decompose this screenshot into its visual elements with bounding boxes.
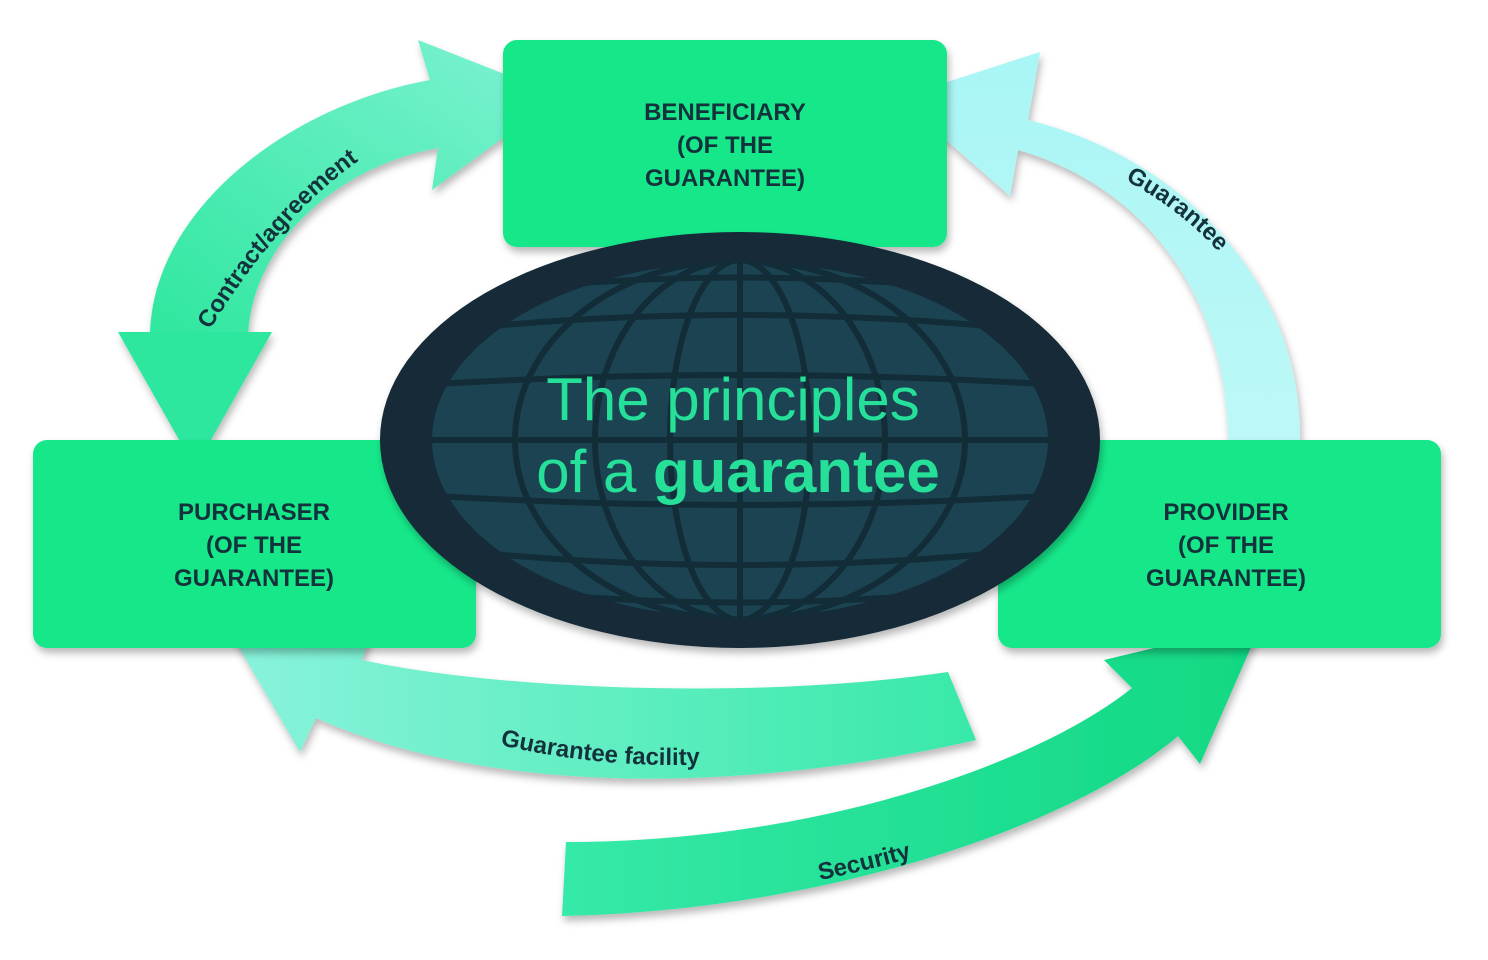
purchaser-line-3: GUARANTEE) [174,565,334,592]
title-line-2: of a guarantee [536,438,940,505]
provider-line-3: GUARANTEE) [1146,565,1306,592]
security-arrow [562,622,1262,916]
contract-arrow-body [150,40,560,338]
beneficiary-label: BENEFICIARY (OF THE GUARANTEE) [644,99,806,192]
provider-line-1: PROVIDER [1163,499,1288,526]
purchaser-box [33,440,476,648]
beneficiary-line-2: (OF THE [677,132,773,159]
provider-box [998,440,1441,648]
purchaser-line-1: PURCHASER [178,499,330,526]
guarantee-arrow-body [898,52,1301,440]
provider-label: PROVIDER (OF THE GUARANTEE) [1146,499,1306,592]
contract-arrow [118,40,560,468]
beneficiary-line-3: GUARANTEE) [645,165,805,192]
guarantee-arrow [898,52,1301,440]
contract-arrowhead [118,332,272,468]
facility-arrow [224,622,976,779]
security-arrow-body [562,622,1262,916]
facility-arrow-body [224,622,976,779]
purchaser-label: PURCHASER (OF THE GUARANTEE) [174,499,334,592]
beneficiary-box [503,40,947,247]
purchaser-line-2: (OF THE [206,532,302,559]
globe [380,232,1100,648]
title-prefix: of a [536,438,653,505]
provider-line-2: (OF THE [1178,532,1274,559]
title-line-1: The principles [546,366,920,433]
beneficiary-line-1: BENEFICIARY [644,99,806,126]
title-bold-word: guarantee [653,438,940,505]
